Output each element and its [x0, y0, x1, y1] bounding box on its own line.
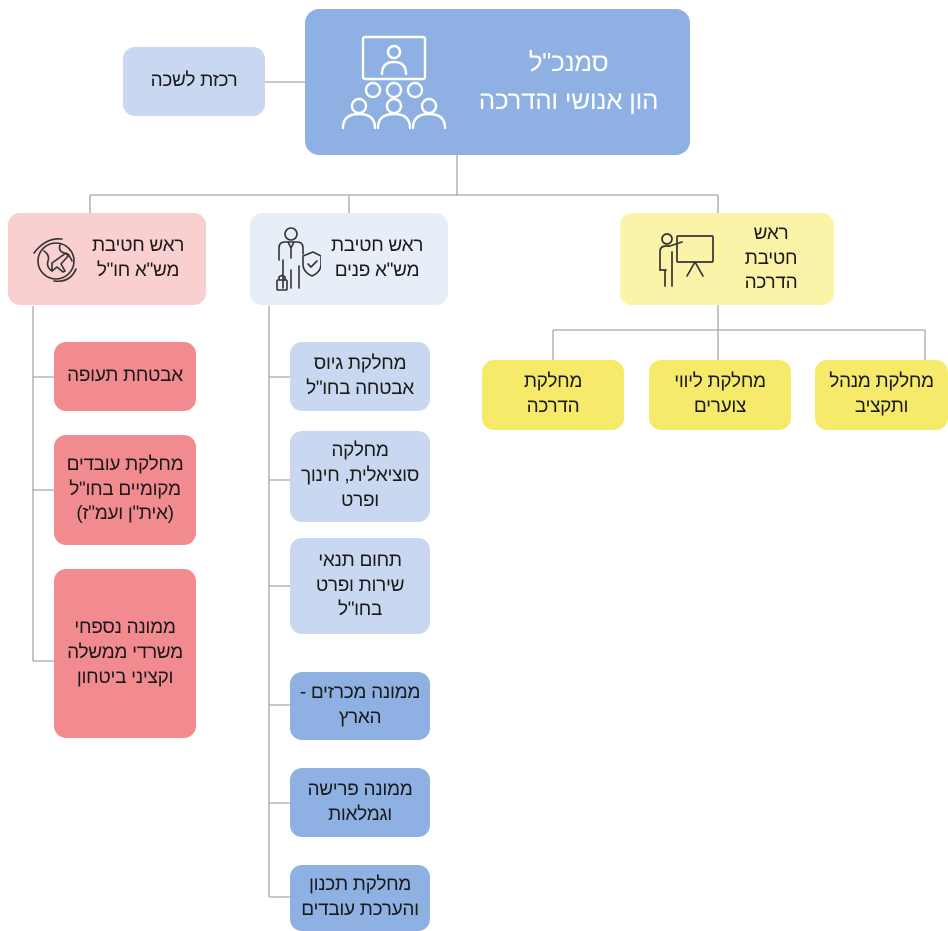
domestic-dept-label: תחום תנאי שירות ופרט בחו"ל	[315, 549, 405, 621]
person-shield-icon	[275, 201, 321, 316]
abroad-dept-label: ממונה נספחי משרדי ממשלה וקציני ביטחון	[67, 617, 183, 688]
presentation-audience-icon	[337, 9, 449, 154]
domestic-dept-tenders: ממונה מכרזים - הארץ	[290, 672, 430, 740]
globe-airplane-icon	[30, 208, 82, 309]
domestic-dept-retirement: ממונה פרישה וגמלאות	[290, 768, 430, 837]
top-executive-title: סמנכ"ל הון אנושי והדרכה	[478, 47, 659, 115]
division-domestic-label: ראש חטיבת מש"א פנים	[330, 235, 424, 281]
abroad-dept-local-employees: מחלקת עובדים מקומיים בחו"ל (אית"ן ועמ"ז)	[54, 435, 196, 545]
domestic-dept-social: מחלקה סוציאלית, חינוך ופרט	[290, 431, 430, 522]
domestic-dept-planning: מחלקת תכנון והערכת עובדים	[290, 865, 430, 931]
training-dept-cadets: מחלקת ליווי צוערים	[649, 360, 791, 430]
domestic-dept-label: ממונה פרישה וגמלאות	[307, 778, 413, 825]
training-dept-label: מחלקת הדרכה	[523, 371, 583, 417]
office-coordinator-box: רכזת לשכה	[123, 47, 265, 116]
training-dept-admin-budget: מחלקת מנהל ותקציב	[815, 360, 948, 430]
domestic-dept-recruitment: מחלקת גיוס אבטחה בחו"ל	[290, 342, 430, 411]
abroad-dept-label: אבטחת תעופה	[67, 365, 183, 387]
domestic-dept-label: מחלקה סוציאלית, חינוך ופרט	[301, 440, 419, 511]
division-domestic-head: ראש חטיבת מש"א פנים	[250, 213, 448, 305]
division-abroad-label: ראש חטיבת מש"א חו"ל	[91, 235, 185, 281]
division-training-label: ראש חטיבת הדרכה	[744, 222, 798, 294]
abroad-dept-attaches: ממונה נספחי משרדי ממשלה וקציני ביטחון	[54, 569, 196, 738]
training-dept-label: מחלקת ליווי צוערים	[674, 371, 766, 417]
division-training-head: ראש חטיבת הדרכה	[620, 213, 834, 305]
teacher-board-icon	[657, 205, 717, 312]
domestic-dept-label: מחלקת תכנון והערכת עובדים	[301, 874, 419, 920]
division-abroad-head: ראש חטיבת מש"א חו"ל	[8, 213, 206, 305]
top-executive-box: סמנכ"ל הון אנושי והדרכה	[305, 9, 690, 155]
office-coordinator-label: רכזת לשכה	[150, 70, 238, 92]
abroad-dept-label: מחלקת עובדים מקומיים בחו"ל (אית"ן ועמ"ז)	[66, 453, 184, 525]
domestic-dept-label: ממונה מכרזים - הארץ	[299, 682, 421, 728]
domestic-dept-label: מחלקת גיוס אבטחה בחו"ל	[306, 352, 414, 399]
training-dept-training: מחלקת הדרכה	[482, 360, 624, 430]
abroad-dept-aviation-security: אבטחת תעופה	[54, 342, 196, 411]
training-dept-label: מחלקת מנהל ותקציב	[829, 371, 934, 417]
domestic-dept-service-terms: תחום תנאי שירות ופרט בחו"ל	[290, 538, 430, 634]
